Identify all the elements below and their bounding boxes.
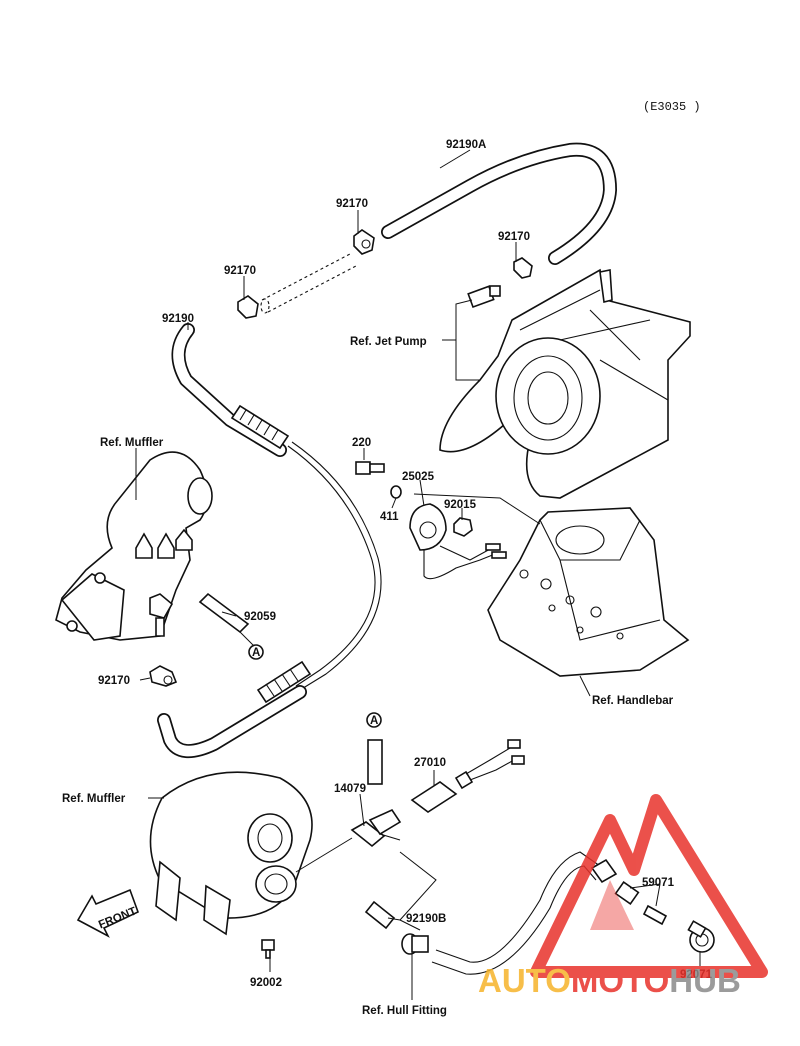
bolt-220 (355, 461, 385, 475)
bolt-92002 (261, 939, 275, 959)
label-92170-c: 92170 (224, 265, 256, 277)
handlebar-mount (487, 507, 690, 677)
label-27010: 27010 (414, 757, 446, 769)
diagram-code: (E3035 ) (643, 100, 701, 114)
label-92170-d: 92170 (98, 675, 130, 687)
label-92059: 92059 (244, 611, 276, 623)
hose-92190a (381, 142, 617, 265)
jet-pump (439, 268, 691, 499)
label-ref-jet-pump: Ref. Jet Pump (350, 336, 427, 348)
front-arrow: FRONT (76, 888, 140, 938)
marker-a-bottom: A (366, 712, 383, 785)
label-92190: 92190 (162, 313, 194, 325)
fitting-59071 (590, 858, 668, 926)
tee-14079 (350, 808, 402, 848)
label-92190b: 92190B (406, 913, 446, 925)
label-92190a: 92190A (446, 139, 486, 151)
leaders (135, 149, 701, 1000)
hull-fitting (401, 933, 429, 955)
jet-pump-fitting (467, 285, 501, 309)
hose-hidden-segment (260, 253, 357, 314)
label-ref-muffler-top: Ref. Muffler (100, 437, 164, 449)
sensor-27010 (410, 739, 525, 813)
svg-text:A: A (370, 715, 378, 727)
clamp-92170-right (513, 257, 533, 279)
label-25025: 25025 (402, 471, 435, 483)
label-411: 411 (380, 511, 399, 523)
label-92015: 92015 (444, 499, 477, 511)
switch-25025 (409, 503, 507, 580)
hose-92190b (364, 900, 396, 930)
nut-92015 (453, 517, 473, 537)
label-92002: 92002 (250, 977, 282, 989)
label-92170-b: 92170 (498, 231, 530, 243)
label-92170-a: 92170 (336, 198, 368, 210)
label-ref-hull-fitting: Ref. Hull Fitting (362, 1005, 447, 1017)
clamp-92170-left (237, 295, 259, 319)
watermark-auto: AUTOMOTOHUB (478, 962, 741, 999)
label-59071: 59071 (642, 877, 675, 889)
label-ref-handlebar: Ref. Handlebar (592, 695, 674, 707)
fitting-92071 (687, 920, 715, 953)
label-ref-muffler-bottom: Ref. Muffler (62, 793, 126, 805)
clamp-92170-top (353, 229, 375, 255)
watermark-logo: AUTOMOTOHUB (478, 794, 768, 999)
muffler-top (55, 451, 213, 641)
watermark-triangle-icon (530, 794, 768, 978)
label-220: 220 (352, 437, 371, 449)
hose-92190-lower (157, 660, 312, 758)
marker-a-top: A (239, 631, 264, 660)
drain-hose (431, 851, 601, 975)
control-cable (287, 441, 382, 691)
muffler-bottom (149, 771, 313, 936)
svg-text:A: A (252, 647, 260, 659)
leader-switch (413, 493, 541, 525)
hose-92190 (171, 323, 290, 457)
washer-411 (390, 485, 402, 499)
label-14079: 14079 (334, 783, 366, 795)
clamp-92170-lower (149, 665, 178, 687)
